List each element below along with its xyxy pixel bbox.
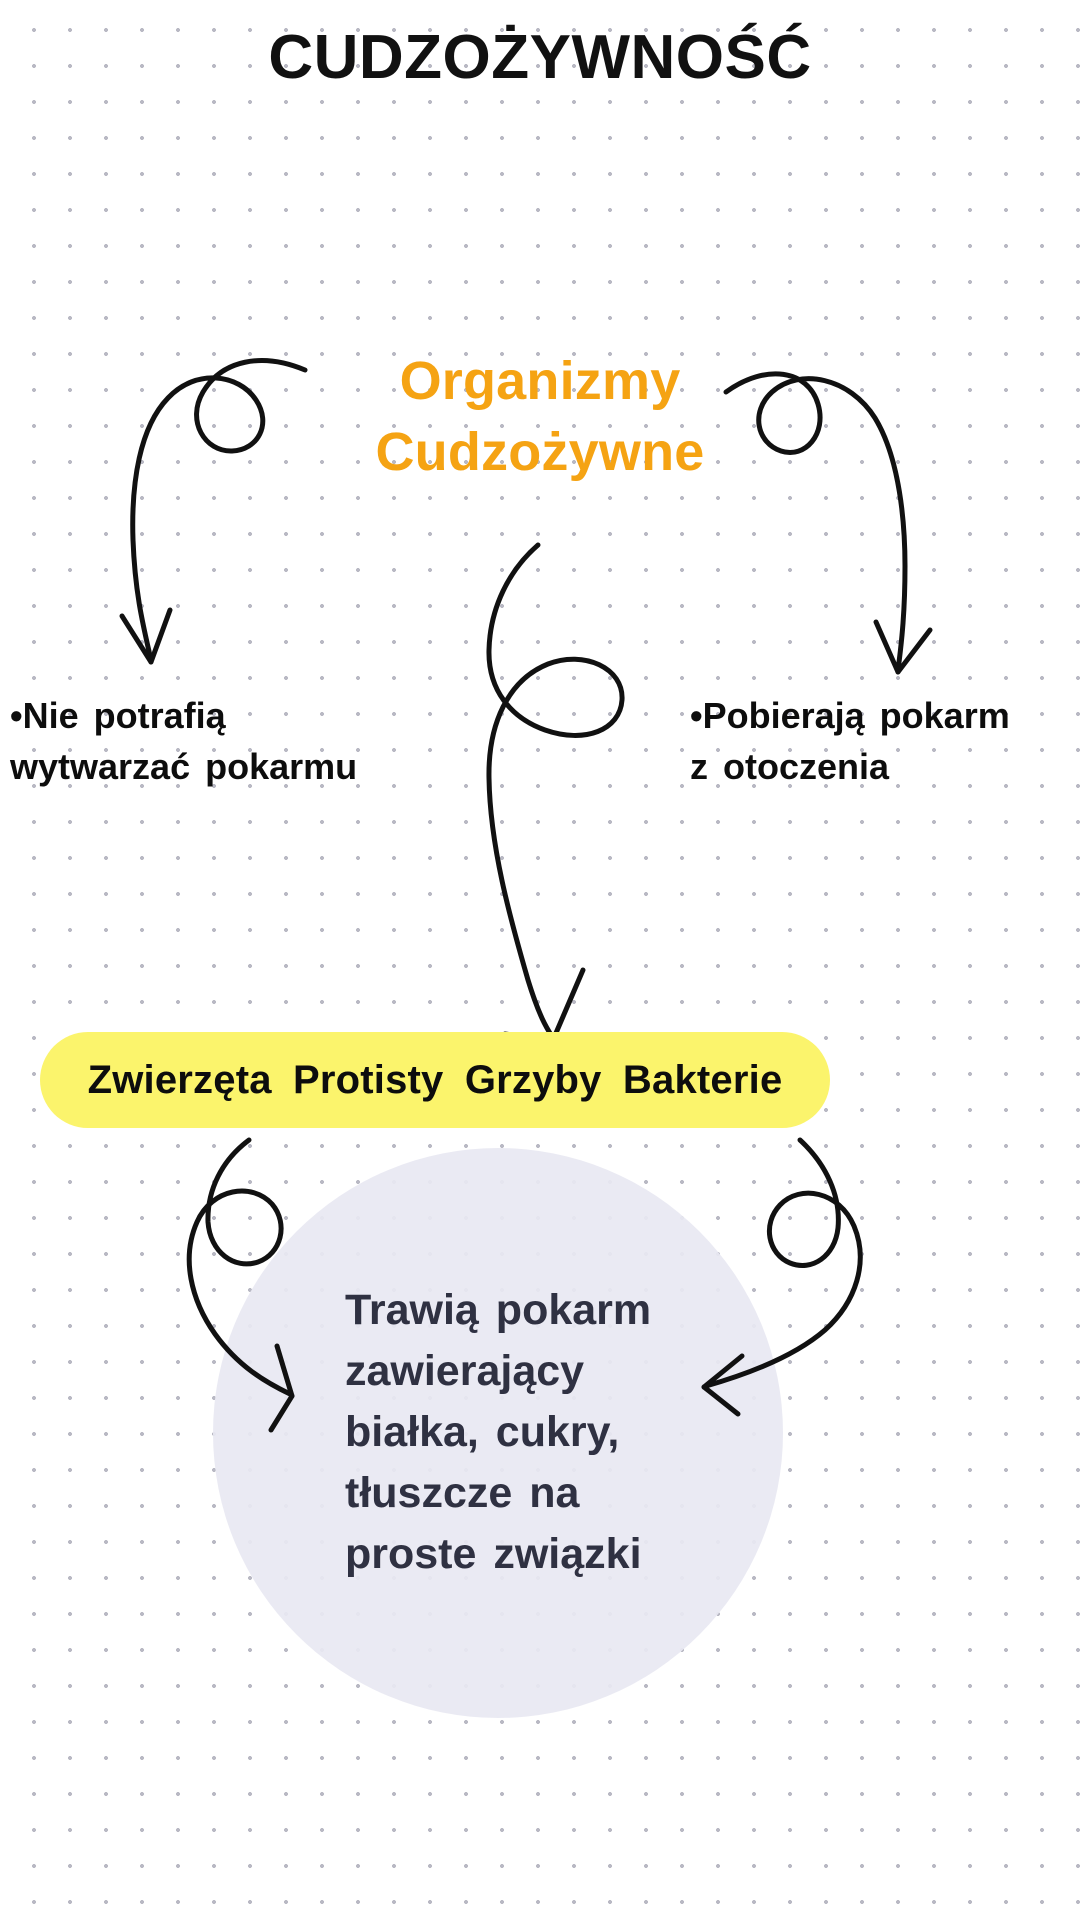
heading-block: Organizmy Cudzożywne [0,346,1080,489]
circle-paragraph-line-3: białka, cukry, [345,1408,620,1457]
circle-paragraph-line-1: Trawią pokarm [345,1286,652,1334]
bullet-right-line-2: z otoczenia [690,746,890,788]
heading-line-1: Organizmy [399,351,681,411]
circle-paragraph-line-4: tłuszcze na [345,1469,580,1518]
decorative-circle [213,1148,783,1718]
highlight-band: Zwierzęta Protisty Grzyby Bakterie [40,1032,830,1128]
circle-paragraph-line-5: proste związki [345,1530,642,1579]
highlight-band-text: Zwierzęta Protisty Grzyby Bakterie [87,1057,783,1102]
bullet-right-line-1: •Pobierają pokarm [690,695,1010,736]
bullet-left-line-1: •Nie potrafią [10,695,226,736]
page-title: CUDZOŻYWNOŚĆ [268,23,812,92]
curly-arrow-down-center-icon [486,542,625,1043]
bullet-right: •Pobierają pokarm z otoczenia [690,690,1080,792]
bullet-left: •Nie potrafią wytwarzać pokarmu [10,690,430,792]
circle-paragraph-line-2: zawierający [345,1347,585,1396]
circle-paragraph: Trawią pokarm zawierający białka, cukry,… [345,1280,725,1585]
heading-line-2: Cudzożywne [375,422,705,483]
bullet-left-line-2: wytwarzać pokarmu [10,746,358,788]
